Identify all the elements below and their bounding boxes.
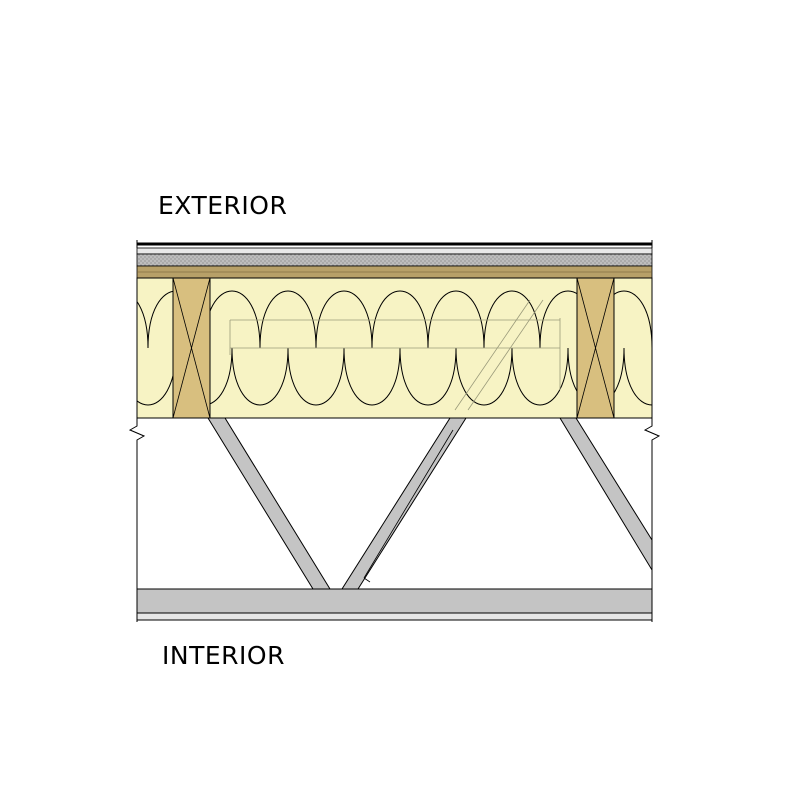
truss-bottom-chord <box>136 588 653 621</box>
rigid-insulation-layer <box>136 253 653 267</box>
interior-label: INTERIOR <box>162 641 285 670</box>
batt-insulation <box>136 277 653 419</box>
break-line-right <box>643 418 661 622</box>
exterior-finish <box>136 240 653 248</box>
wood-stud-left <box>172 277 211 419</box>
sheathing-layer <box>136 265 653 279</box>
batt-loop-pattern <box>137 290 652 406</box>
wood-stud-right <box>576 277 615 419</box>
truss-webs <box>207 417 653 590</box>
exterior-label: EXTERIOR <box>158 191 288 220</box>
membrane-layer <box>136 247 653 255</box>
break-line-left <box>128 418 146 622</box>
